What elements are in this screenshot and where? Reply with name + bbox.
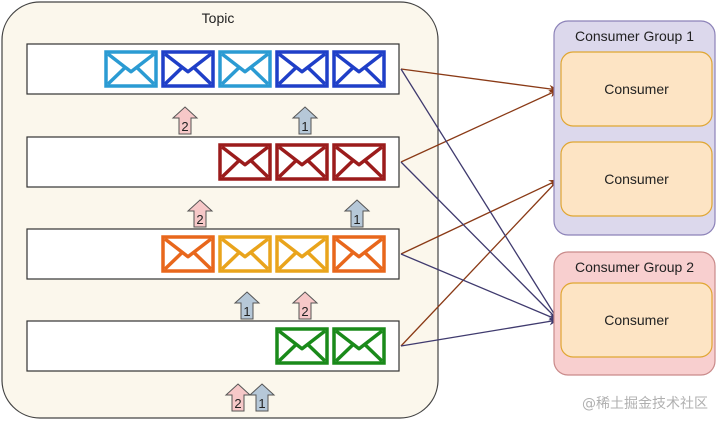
message-envelope-icon <box>275 235 329 273</box>
offset-arrow-icon: 2 <box>186 199 214 228</box>
arrow-p3-cg2 <box>400 253 559 321</box>
offset-label: 1 <box>301 119 308 134</box>
offset-arrow-icon: 1 <box>233 291 261 320</box>
arrow-p1-cg2 <box>400 68 559 321</box>
consumer-label: Consumer <box>604 171 669 187</box>
message-envelope-icon <box>218 143 272 181</box>
offset-label: 2 <box>301 304 308 319</box>
consumer-label: Consumer <box>604 81 669 97</box>
message-envelope-icon <box>218 235 272 273</box>
message-envelope-icon <box>332 143 386 181</box>
offset-label: 1 <box>353 212 360 227</box>
message-envelope-icon <box>275 327 329 365</box>
consumer-group-1-title: Consumer Group 1 <box>575 28 694 44</box>
offset-arrow-icon: 2 <box>224 383 252 412</box>
message-envelope-icon <box>275 50 329 88</box>
arrow-p2-cg1 <box>400 89 559 163</box>
offset-arrow-icon: 2 <box>291 291 319 320</box>
consumer-group-2-title: Consumer Group 2 <box>575 259 694 275</box>
offset-label: 1 <box>243 304 250 319</box>
offset-label: 2 <box>196 212 203 227</box>
offset-label: 2 <box>234 396 241 411</box>
topic-label: Topic <box>202 10 235 26</box>
watermark: @稀土掘金技术社区 <box>582 396 708 412</box>
offset-arrow-icon: 1 <box>343 199 371 228</box>
message-envelope-icon <box>161 50 215 88</box>
arrow-p4-cg2 <box>400 317 559 347</box>
message-envelope-icon <box>104 50 158 88</box>
arrow-p4-cg1 <box>400 179 559 347</box>
consumer-box <box>560 51 713 127</box>
message-envelope-icon <box>275 143 329 181</box>
message-envelope-icon <box>161 235 215 273</box>
message-envelope-icon <box>332 235 386 273</box>
offset-arrow-icon: 2 <box>171 106 199 135</box>
message-envelope-icon <box>332 50 386 88</box>
consumer-box <box>560 282 713 358</box>
offset-arrow-layer: 2 1 2 1 1 2 2 1 <box>171 106 371 412</box>
message-envelope-icon <box>218 50 272 88</box>
topic-container <box>1 1 439 419</box>
offset-label: 1 <box>258 396 265 411</box>
arrows-group-2 <box>400 68 559 347</box>
arrow-p2-cg2 <box>400 161 559 321</box>
arrow-p1-cg1 <box>400 68 559 93</box>
message-layer <box>104 50 386 365</box>
offset-arrow-icon: 1 <box>291 106 319 135</box>
offset-label: 2 <box>181 119 188 134</box>
offset-arrow-icon: 1 <box>248 383 276 412</box>
arrow-p3-cg1 <box>400 179 559 255</box>
consumer-box <box>560 141 713 217</box>
message-envelope-icon <box>332 327 386 365</box>
arrows-group-1 <box>400 68 559 347</box>
consumer-label: Consumer <box>604 312 669 328</box>
